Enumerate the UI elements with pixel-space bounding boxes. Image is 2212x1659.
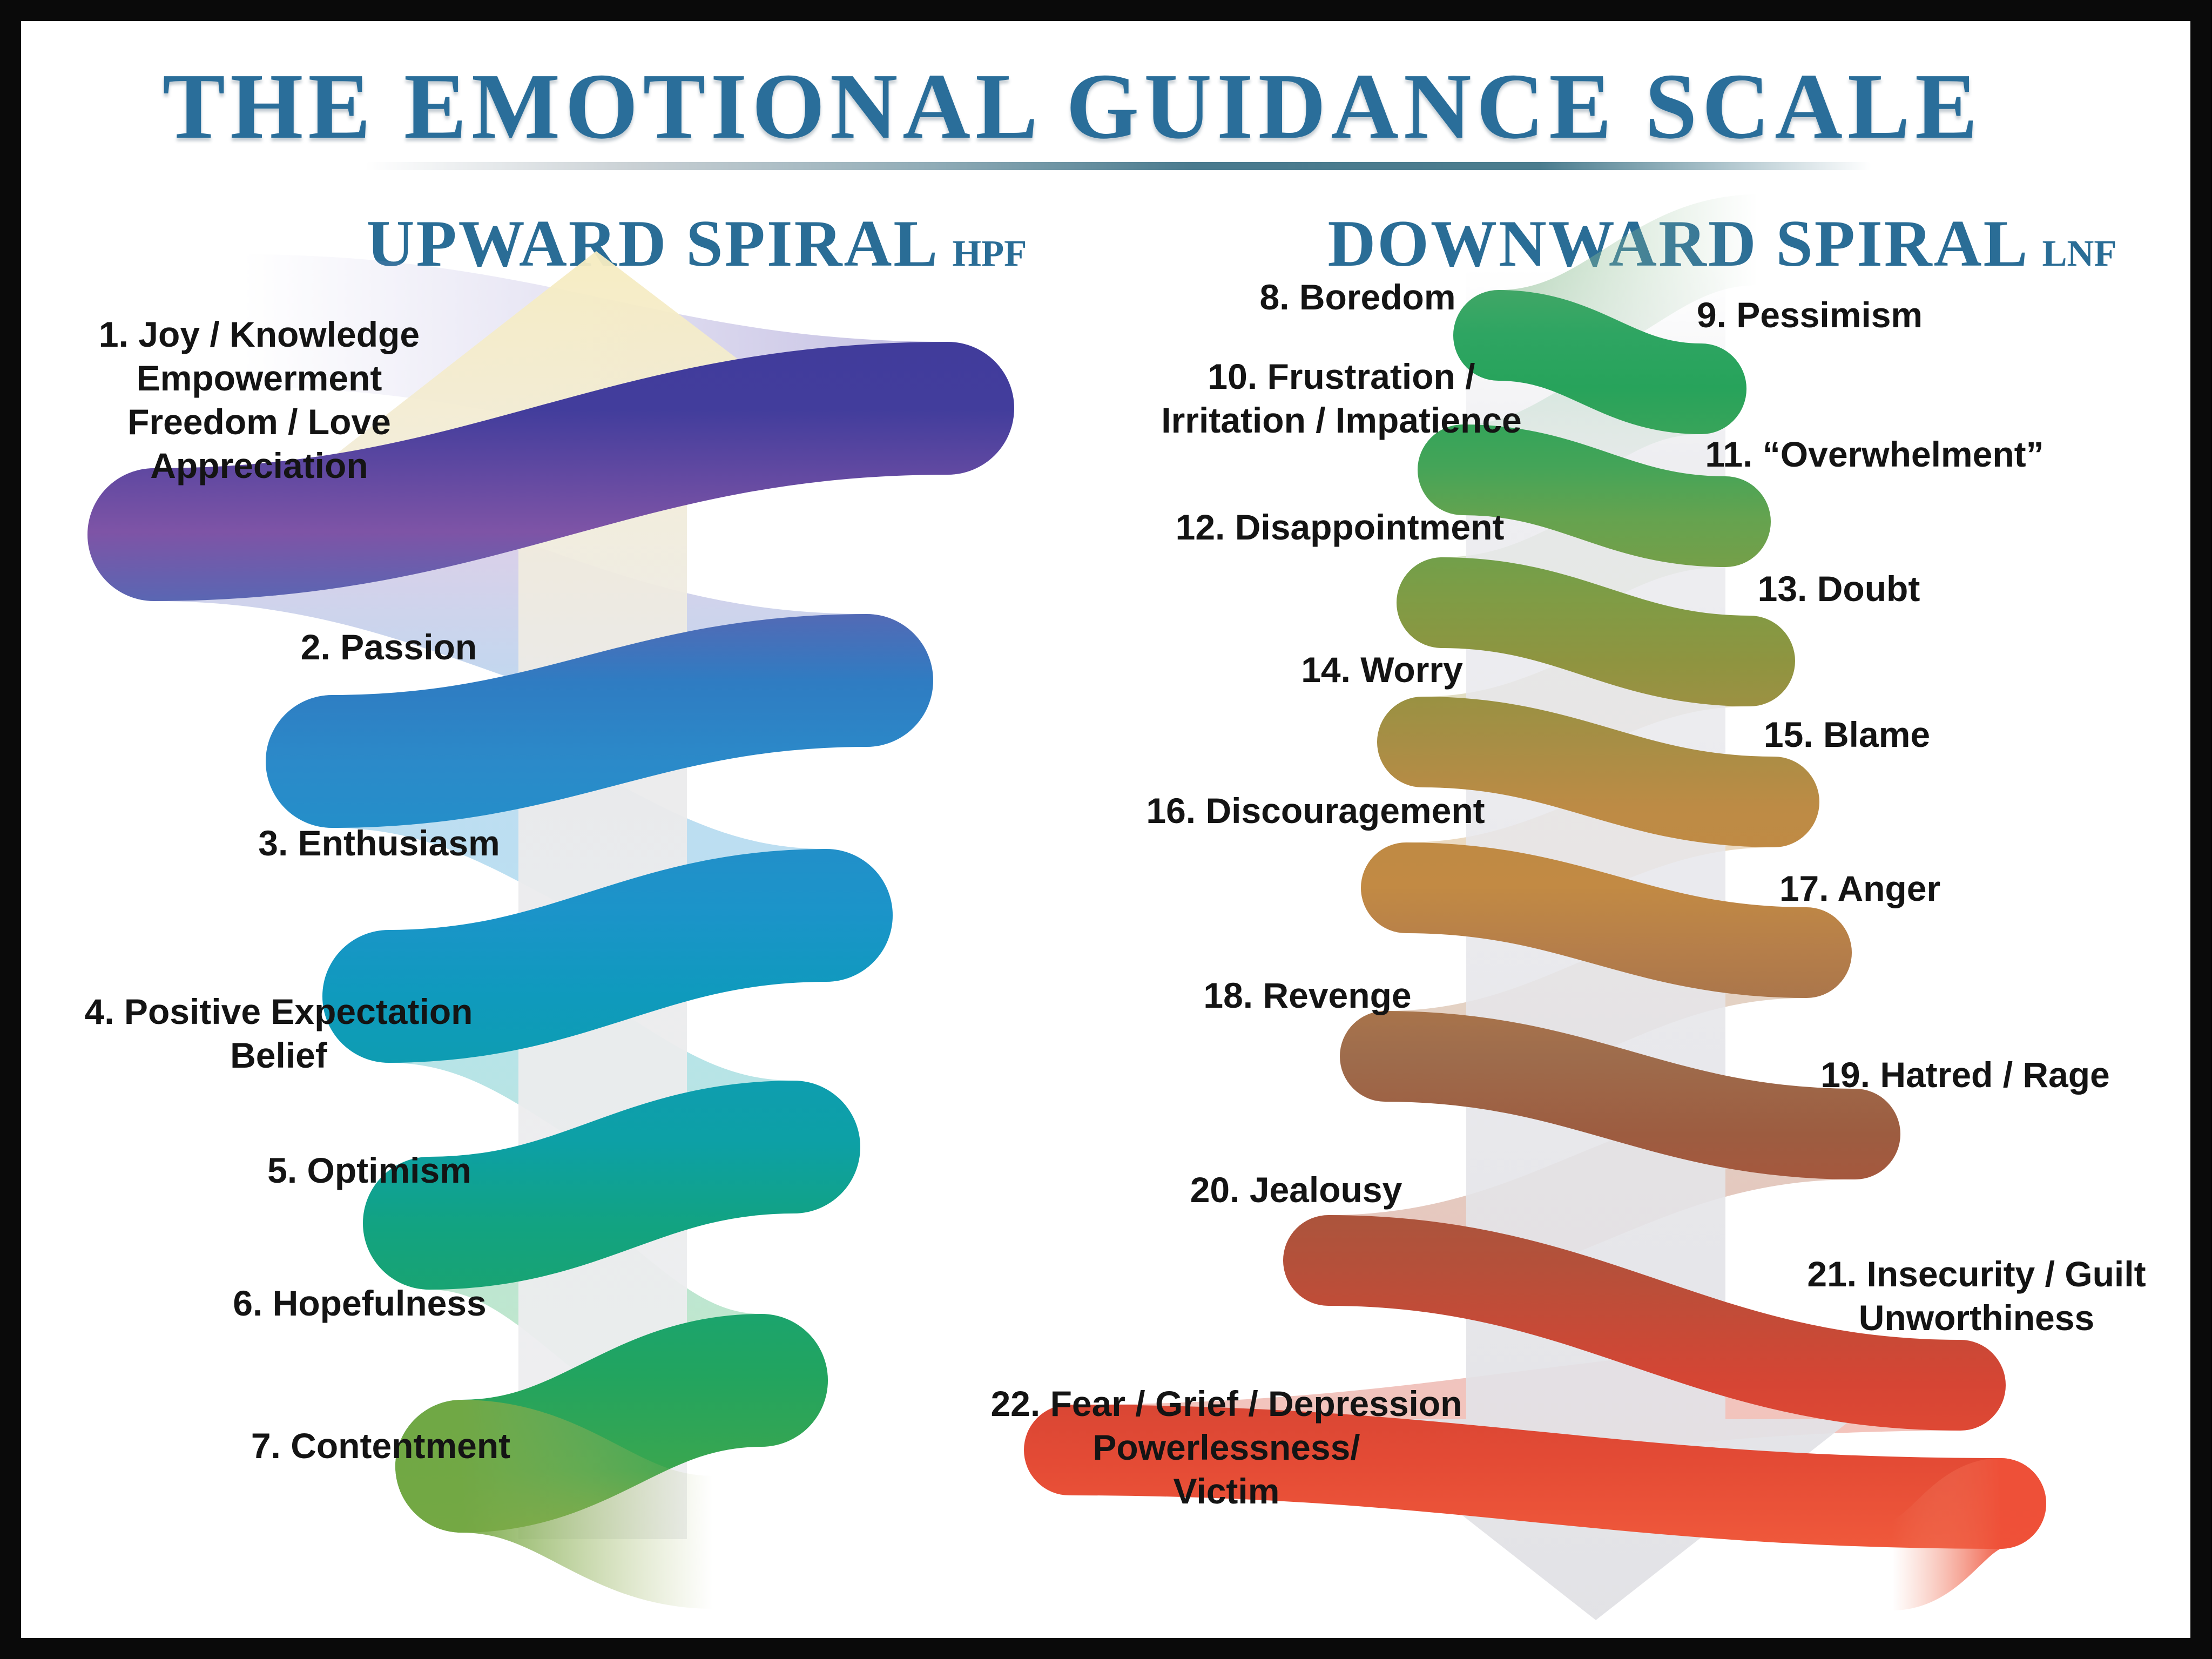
upward-heading-tag: HPF (952, 233, 1027, 274)
emotion-label-21: 21. Insecurity / Guilt Unworthiness (1807, 1252, 2146, 1340)
emotion-label-19: 19. Hatred / Rage (1820, 1053, 2110, 1097)
emotion-label-4: 4. Positive Expectation Belief (85, 990, 473, 1077)
emotion-label-6: 6. Hopefulness (233, 1282, 486, 1325)
emotion-label-line: 2. Passion (300, 627, 477, 667)
emotion-label-line: Irritation / Impatience (1161, 400, 1522, 441)
emotion-label-line: Appreciation (150, 446, 368, 486)
emotion-label-line: 15. Blame (1763, 714, 1931, 755)
emotion-label-line: 1. Joy / Knowledge (98, 314, 420, 355)
upward-spiral-graphic (87, 251, 1014, 1609)
emotion-label-1: 1. Joy / Knowledge Empowerment Freedom /… (99, 313, 420, 488)
emotion-label-line: 16. Discouragement (1146, 791, 1485, 831)
emotion-label-line: 8. Boredom (1259, 277, 1456, 318)
emotion-label-line: 19. Hatred / Rage (1820, 1055, 2110, 1095)
emotion-label-line: 12. Disappointment (1175, 507, 1505, 548)
emotion-label-13: 13. Doubt (1758, 567, 1920, 611)
emotion-label-9: 9. Pessimism (1697, 293, 1923, 337)
emotion-label-18: 18. Revenge (1203, 974, 1411, 1017)
emotion-label-line: 13. Doubt (1757, 569, 1920, 609)
emotion-label-line: Freedom / Love (127, 402, 391, 442)
downward-heading-tag: LNF (2042, 233, 2117, 274)
emotion-label-line: Powerlessness/ (1092, 1427, 1360, 1468)
page-title: THE EMOTIONAL GUIDANCE SCALE (162, 53, 1983, 159)
emotion-label-2: 2. Passion (301, 625, 477, 669)
emotion-label-14: 14. Worry (1301, 648, 1463, 692)
emotion-label-line: 7. Contentment (251, 1426, 511, 1466)
emotion-label-3: 3. Enthusiasm (258, 821, 500, 865)
downward-spiral-graphic (1024, 194, 2046, 1620)
emotion-label-line: 5. Optimism (267, 1150, 471, 1191)
down-ribbon-tail-end (1847, 1458, 2046, 1610)
down-ribbon-front (1024, 290, 2046, 1549)
emotion-label-15: 15. Blame (1764, 713, 1930, 757)
emotion-label-line: 18. Revenge (1203, 975, 1412, 1016)
emotion-label-line: Unworthiness (1858, 1298, 2095, 1338)
emotion-label-line: 10. Frustration / (1208, 356, 1475, 397)
emotion-label-22: 22. Fear / Grief / Depression Powerlessn… (990, 1382, 1462, 1513)
emotion-label-line: 9. Pessimism (1696, 295, 1923, 335)
emotion-label-8: 8. Boredom (1259, 275, 1455, 319)
emotion-label-17: 17. Anger (1779, 867, 1940, 911)
up-ribbon-tail-end (395, 1400, 779, 1609)
emotion-label-16: 16. Discouragement (1146, 789, 1485, 833)
emotion-label-line: Belief (230, 1035, 327, 1076)
emotion-label-11: 11. “Overwhelment” (1705, 433, 2044, 476)
emotion-label-line: 21. Insecurity / Guilt (1807, 1254, 2146, 1294)
title-divider (365, 162, 1871, 170)
emotion-label-line: 3. Enthusiasm (258, 823, 500, 864)
emotion-label-line: Empowerment (136, 358, 382, 399)
up-ribbon-front (87, 342, 1014, 1533)
emotion-label-line: 6. Hopefulness (233, 1283, 487, 1324)
emotion-label-line: 14. Worry (1301, 650, 1463, 690)
emotion-label-7: 7. Contentment (251, 1424, 510, 1468)
emotion-label-line: 22. Fear / Grief / Depression (990, 1384, 1462, 1424)
emotion-label-12: 12. Disappointment (1176, 505, 1505, 549)
emotion-label-20: 20. Jealousy (1190, 1168, 1402, 1212)
upward-spiral-heading: UPWARD SPIRAL HPF (367, 204, 1027, 282)
emotion-label-line: 4. Positive Expectation (84, 992, 473, 1032)
emotion-label-10: 10. Frustration / Irritation / Impatienc… (1161, 355, 1522, 442)
emotion-label-line: 17. Anger (1779, 868, 1941, 909)
emotion-label-line: 11. “Overwhelment” (1705, 434, 2044, 475)
emotion-label-line: 20. Jealousy (1190, 1170, 1402, 1210)
emotion-label-line: Victim (1173, 1471, 1280, 1512)
upward-heading-text: UPWARD SPIRAL (366, 206, 940, 280)
emotion-label-5: 5. Optimism (267, 1149, 471, 1192)
